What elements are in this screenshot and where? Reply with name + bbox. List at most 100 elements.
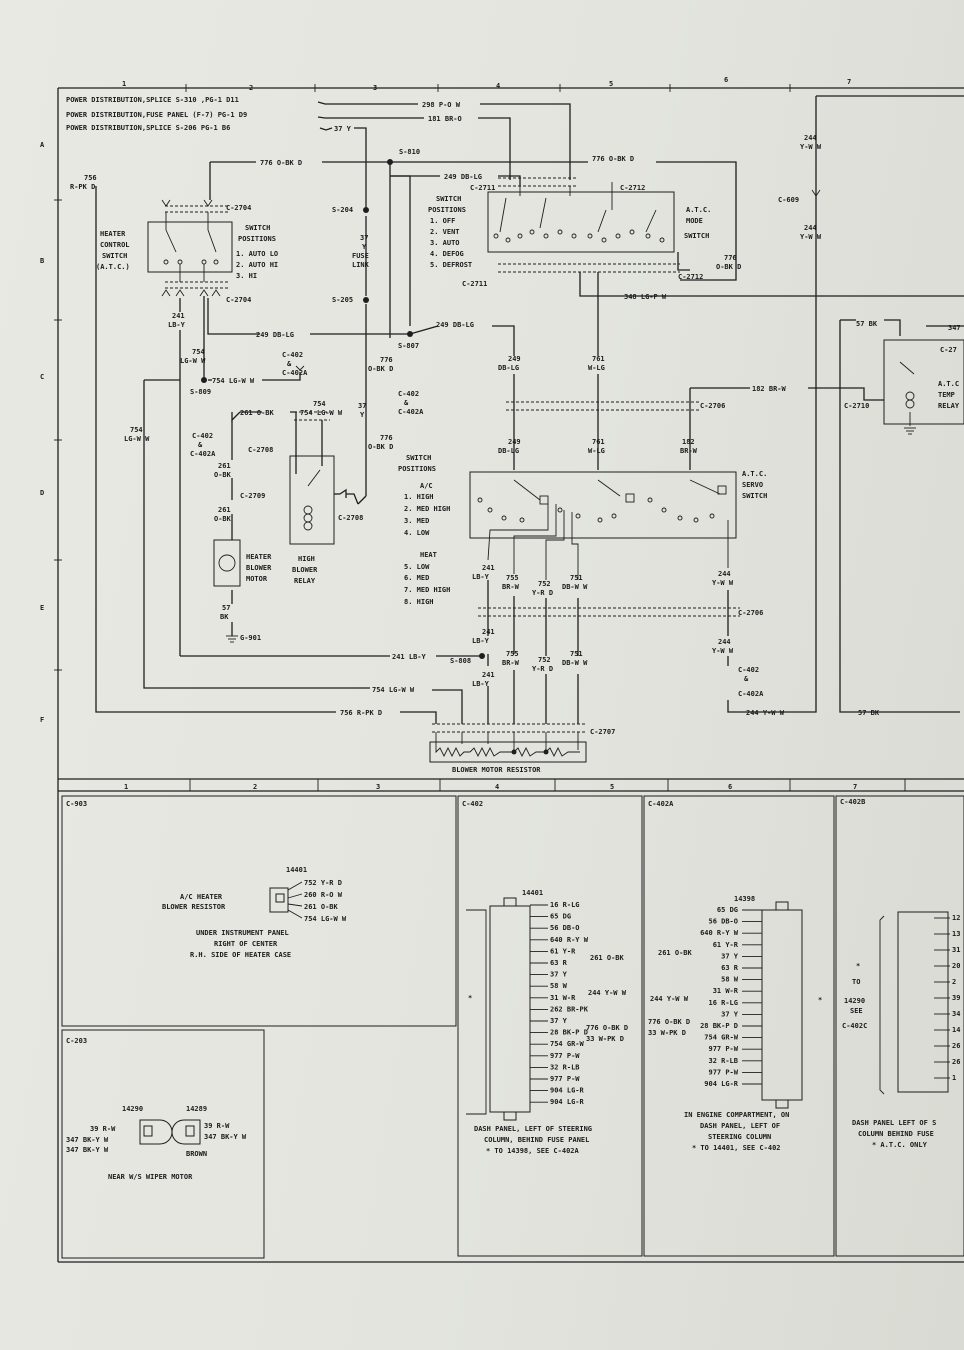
heater-switch-internal: [161, 199, 228, 297]
high-relay-1: HIGH: [298, 555, 315, 563]
wire-244: 244 Y-W W: [746, 709, 785, 717]
c402-a3: C-402A: [282, 369, 308, 377]
grid-frame: [54, 84, 964, 1263]
c2712-top: C-2712: [620, 184, 645, 192]
atc-temp-2: TEMP: [938, 391, 955, 399]
atc-temp-1: A.T.C: [938, 380, 959, 388]
wire-754-b: 754 LG-W W: [300, 409, 343, 417]
motor-wires: [231, 411, 297, 636]
c402a-side-4: 33 W-PK D: [648, 1029, 686, 1037]
c402a-pin: 37 Y: [721, 952, 739, 960]
resistor-label: BLOWER MOTOR RESISTOR: [452, 766, 541, 774]
v37-1: 37: [358, 402, 366, 410]
wire-776-a: 776 O-BK D: [260, 159, 302, 167]
wire-776-b: 776 O-BK D: [592, 155, 634, 163]
atc-mode-3: SWITCH: [684, 232, 709, 240]
c402a-side-2: 244 Y-W W: [650, 995, 689, 1003]
splice-s204: S-204: [332, 206, 353, 214]
row-c: C: [40, 373, 44, 381]
c402b-loc-2: COLUMN BEHIND FUSE: [858, 1130, 934, 1138]
c402a-pin: 977 P-W: [708, 1045, 738, 1053]
splice-s205: S-205: [332, 296, 353, 304]
v754-2: LG-W W: [180, 357, 206, 365]
c402a-side-1: 261 O-BK: [658, 949, 693, 957]
c402a-loc-1: IN ENGINE COMPARTMENT, ON: [684, 1111, 789, 1119]
v261-1: 261: [218, 462, 231, 470]
v241d-1: 241: [482, 671, 495, 679]
v752b-1: 752: [538, 656, 551, 664]
bcol-1: 1: [124, 783, 128, 791]
servo-pos-3: A/C: [420, 482, 433, 490]
swpos-left-2: POSITIONS: [238, 235, 276, 243]
servo-pos-10: 6. MED: [404, 574, 429, 582]
heater-motor-1: HEATER: [246, 553, 272, 561]
c402b-note-5: C-402C: [842, 1022, 867, 1030]
c402a-pin: 61 Y-R: [713, 941, 739, 949]
atc-mode-2: MODE: [686, 217, 703, 225]
c402-d2: &: [744, 675, 749, 683]
bcol-7: 7: [853, 783, 857, 791]
servo-pos-8: HEAT: [420, 551, 437, 559]
fuse-link-3: FUSE: [352, 252, 369, 260]
wire-57-a: 57 BK: [856, 320, 878, 328]
v249-1: 249: [508, 355, 521, 363]
v241c-2: LB-Y: [472, 637, 490, 645]
swpos-mid-3: 1. OFF: [430, 217, 455, 225]
c402b-note-4: SEE: [850, 1007, 863, 1015]
atc-servo-switch-box: [469, 471, 737, 539]
c402-a2: &: [287, 360, 292, 368]
c402-pin: 28 BK-P D: [550, 1029, 588, 1037]
c402-pin: 63 R: [550, 959, 568, 967]
v244b-1: 244: [804, 224, 817, 232]
wire-298: 298 P-O W: [422, 101, 461, 109]
v755-1: 755: [506, 574, 519, 582]
v776b-2: O-BK D: [368, 443, 393, 451]
swpos-mid-4: 2. VENT: [430, 228, 460, 236]
c2704-bot: C-2704: [226, 296, 251, 304]
v244b-2: Y-W W: [800, 233, 822, 241]
v776-2: O-BK D: [368, 365, 393, 373]
v244c-1: 244: [718, 570, 731, 578]
swpos-mid-1: SWITCH: [436, 195, 461, 203]
c2708-a: C-2708: [248, 446, 273, 454]
resistor-feed-wires: [179, 390, 780, 724]
bcol-3: 3: [376, 783, 380, 791]
swpos-left-4: 2. AUTO HI: [236, 261, 278, 269]
v241-1: 241: [172, 312, 185, 320]
c402-loc-2: COLUMN, BEHIND FUSE PANEL: [484, 1136, 589, 1144]
c402b-pin: 26: [952, 1058, 960, 1066]
c903-part: 14401: [286, 866, 307, 874]
col-5: 5: [609, 80, 613, 88]
c402-pin: 37 Y: [550, 1017, 568, 1025]
panel-c402: [457, 795, 643, 1257]
c203-part-b: 14289: [186, 1105, 207, 1113]
c402-pin: 262 BR-PK: [550, 1005, 589, 1013]
c402-pin: 754 GR-W: [550, 1040, 585, 1048]
c609: C-609: [778, 196, 799, 204]
c402a-connector: [761, 901, 803, 1109]
c2711-bot: C-2711: [462, 280, 487, 288]
v241c-1: 241: [482, 628, 495, 636]
c402-c2: &: [404, 399, 409, 407]
servo-pos-7: 4. LOW: [404, 529, 430, 537]
wire-754-a: 754 LG-W W: [212, 377, 255, 385]
high-relay-3: RELAY: [294, 577, 316, 585]
v244c-2: Y-W W: [712, 579, 734, 587]
v241d-2: LB-Y: [472, 680, 490, 688]
c402-d1: C-402: [738, 666, 759, 674]
swpos-left-5: 3. HI: [236, 272, 257, 280]
servo-switch-internal: [477, 479, 729, 580]
servo-pos-1: SWITCH: [406, 454, 431, 462]
wire-249-c: 249 DB-LG: [436, 321, 474, 329]
swpos-mid-7: 5. DEFROST: [430, 261, 472, 269]
ground-label: G-901: [240, 634, 261, 642]
c402b-loc-1: DASH PANEL LEFT OF S: [852, 1119, 936, 1127]
c402a-pin: 754 GR-W: [704, 1034, 739, 1042]
c402b-note-1: *: [856, 962, 860, 970]
servo-pos-6: 3. MED: [404, 517, 429, 525]
mode-switch-internal: [493, 177, 816, 356]
wire-249-a: 249 DB-LG: [444, 173, 482, 181]
power-line-3: POWER DISTRIBUTION,SPLICE S-206 PG-1 B6: [66, 124, 230, 132]
c2704-top: C-2704: [226, 204, 251, 212]
